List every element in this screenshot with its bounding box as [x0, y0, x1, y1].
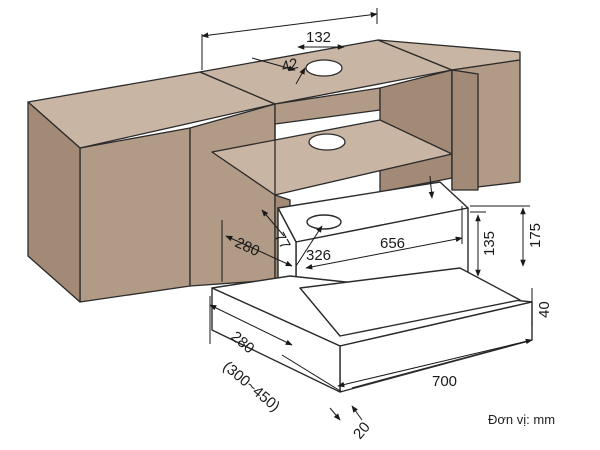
dim-label-77: 77	[271, 230, 294, 253]
duct-hole-shelf	[308, 133, 346, 151]
cabinet-end-right	[451, 69, 479, 191]
dimension-lines	[201, 8, 533, 421]
duct-hole-top	[305, 59, 343, 77]
duct-holes	[305, 59, 346, 151]
visor-inner	[299, 267, 521, 337]
dim-label-700: 700	[432, 373, 457, 390]
unit-note: Đơn vị: mm	[488, 412, 556, 427]
dim-label-20: 20	[350, 419, 374, 443]
cabinet-door-left	[189, 103, 276, 287]
dim-label-135: 135	[481, 231, 498, 256]
dim-label-300-450: (300~450)	[219, 358, 283, 415]
hood-duct-collar	[306, 214, 342, 230]
cabinet-front-left	[79, 127, 191, 303]
dim-label-42: 42	[280, 55, 301, 76]
dim-label-40: 40	[536, 301, 553, 318]
cabinet-side-left	[27, 101, 81, 303]
dim-label-175: 175	[527, 223, 544, 248]
dim-label-656: 656	[380, 235, 405, 252]
dim-label-326: 326	[306, 247, 331, 264]
dim-label-132: 132	[306, 29, 331, 46]
